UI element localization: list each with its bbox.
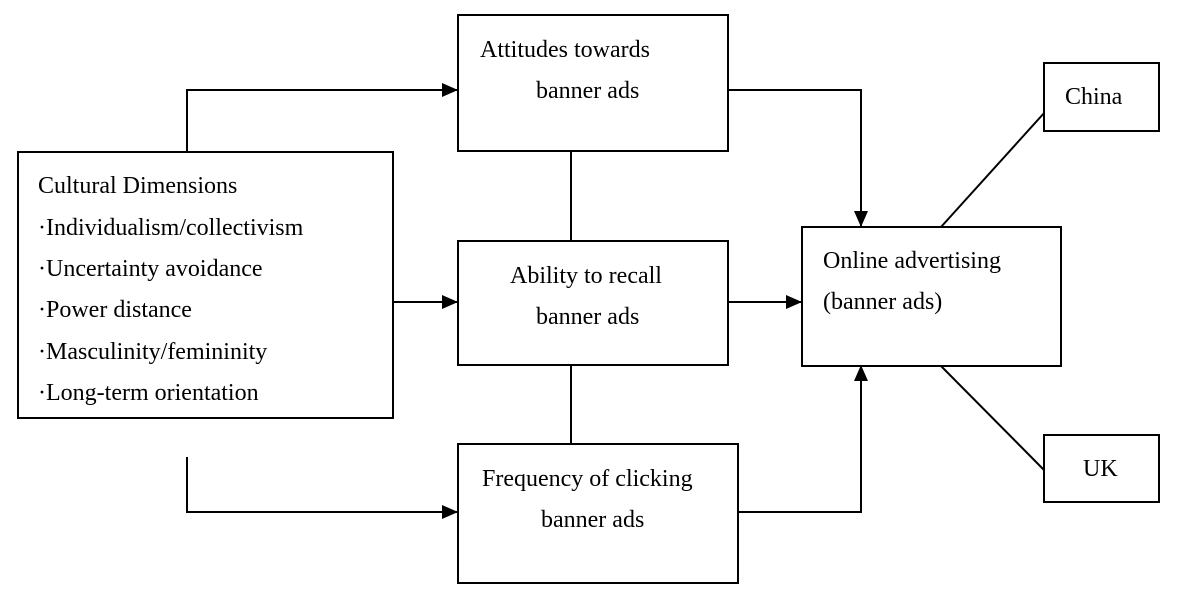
recall-box: Ability to recall banner ads xyxy=(457,240,729,366)
frequency-box: Frequency of clicking banner ads xyxy=(457,443,739,584)
arrow-cultural-to-frequency xyxy=(186,457,458,519)
recall-line2: banner ads xyxy=(536,304,640,330)
frequency-line2: banner ads xyxy=(541,507,645,533)
online-advertising-box: Online advertising (banner ads) xyxy=(801,226,1062,367)
link-online-uk xyxy=(940,365,1046,472)
china-label: China xyxy=(1065,84,1123,110)
dimension-power-distance: ·Power distance xyxy=(38,297,192,323)
online-line2: (banner ads) xyxy=(823,289,943,315)
arrow-attitudes-to-online xyxy=(728,89,868,227)
attitudes-line2: banner ads xyxy=(536,78,640,104)
online-line1: Online advertising xyxy=(823,248,1001,274)
dimension-masculinity: ·Masculinity/femininity xyxy=(38,339,268,365)
frequency-line1: Frequency of clicking xyxy=(482,466,693,492)
dimension-uncertainty-avoidance: ·Uncertainty avoidance xyxy=(38,256,263,282)
recall-line1: Ability to recall xyxy=(510,263,662,289)
cultural-dimensions-box: Cultural Dimensions ·Individualism/colle… xyxy=(17,151,394,419)
attitudes-box: Attitudes towards banner ads xyxy=(457,14,729,152)
uk-label: UK xyxy=(1083,456,1118,482)
cultural-dimensions-title: Cultural Dimensions xyxy=(38,173,238,199)
arrow-cultural-to-attitudes xyxy=(186,83,458,151)
uk-box: UK xyxy=(1043,434,1160,503)
dimension-individualism: ·Individualism/collectivism xyxy=(38,215,304,241)
link-online-china xyxy=(940,111,1046,228)
china-box: China xyxy=(1043,62,1160,132)
attitudes-line1: Attitudes towards xyxy=(480,37,650,63)
dimension-long-term-orientation: ·Long-term orientation xyxy=(38,380,259,406)
arrow-frequency-to-online xyxy=(738,365,868,513)
